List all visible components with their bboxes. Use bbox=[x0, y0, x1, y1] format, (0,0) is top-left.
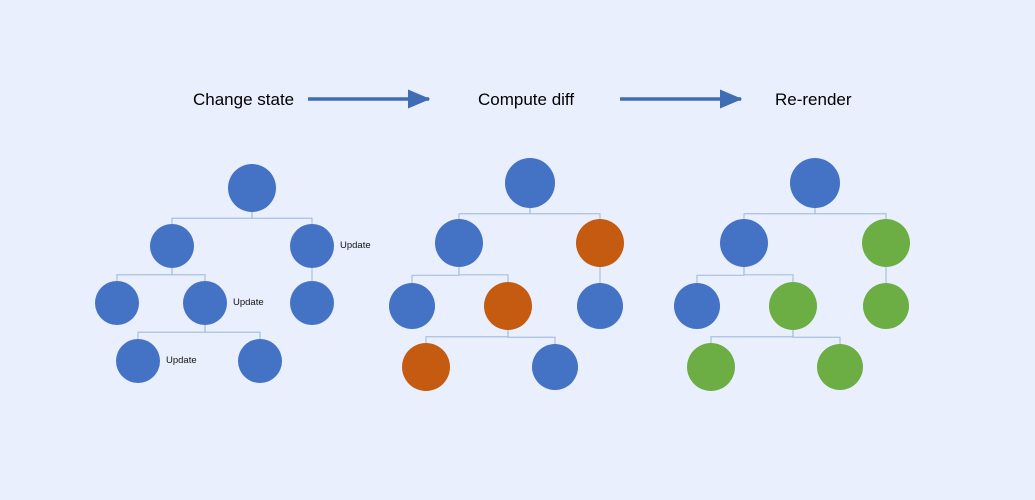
stage-label-2: Compute diff bbox=[478, 90, 575, 109]
edge-t3-root-t3-l2a bbox=[743, 208, 816, 219]
tree-node-t1-l3a[interactable] bbox=[95, 281, 139, 325]
tree-nodes bbox=[95, 158, 910, 391]
tree-node-t2-l3c[interactable] bbox=[577, 283, 623, 329]
tree-node-t1-l2b[interactable] bbox=[290, 224, 334, 268]
edge-t3-l2a-t3-l3b bbox=[743, 267, 794, 282]
tree-node-t3-l2b[interactable] bbox=[862, 219, 910, 267]
stage-label-1: Change state bbox=[193, 90, 295, 109]
tree-node-t3-l2a[interactable] bbox=[720, 219, 768, 267]
node-update-label-t1-l4a: Update bbox=[166, 355, 197, 366]
tree-node-t1-root[interactable] bbox=[228, 164, 276, 212]
edge-t1-l2a-t1-l3a bbox=[116, 268, 173, 281]
edge-t2-l3b-t2-l4a bbox=[425, 330, 509, 343]
tree-node-t3-l3c[interactable] bbox=[863, 283, 909, 329]
edge-t1-l2a-t1-l3b bbox=[171, 268, 206, 281]
edge-t1-l3b-t1-l4b bbox=[204, 325, 261, 339]
tree-node-t3-l3a[interactable] bbox=[674, 283, 720, 329]
tree-node-t2-l4b[interactable] bbox=[532, 344, 578, 390]
tree-node-t2-l4a[interactable] bbox=[402, 343, 450, 391]
edge-t2-l3b-t2-l4b bbox=[507, 330, 556, 344]
edge-t2-root-t2-l2a bbox=[458, 208, 531, 219]
tree-node-t3-l4b[interactable] bbox=[817, 344, 863, 390]
tree-node-t1-l4b[interactable] bbox=[238, 339, 282, 383]
edge-t3-l2a-t3-l3a bbox=[696, 267, 745, 283]
tree-node-t2-l2a[interactable] bbox=[435, 219, 483, 267]
tree-node-t2-l2b[interactable] bbox=[576, 219, 624, 267]
tree-node-t1-l2a[interactable] bbox=[150, 224, 194, 268]
edge-t1-root-t1-l2a bbox=[171, 212, 253, 224]
tree-node-t1-l3c[interactable] bbox=[290, 281, 334, 325]
tree-node-t3-l4a[interactable] bbox=[687, 343, 735, 391]
edge-t2-l2a-t2-l3a bbox=[411, 267, 460, 283]
edge-t1-root-t1-l2b bbox=[251, 212, 313, 224]
tree-node-t2-root[interactable] bbox=[505, 158, 555, 208]
edge-t3-l3b-t3-l4a bbox=[710, 330, 794, 343]
edge-t2-l2a-t2-l3b bbox=[458, 267, 509, 282]
tree-edges bbox=[116, 208, 887, 344]
tree-node-t2-l3a[interactable] bbox=[389, 283, 435, 329]
tree-node-t2-l3b[interactable] bbox=[484, 282, 532, 330]
stage-label-3: Re-render bbox=[775, 90, 852, 109]
tree-node-t3-root[interactable] bbox=[790, 158, 840, 208]
tree-node-t3-l3b[interactable] bbox=[769, 282, 817, 330]
edge-t1-l3b-t1-l4a bbox=[137, 325, 206, 339]
node-update-label-t1-l3b: Update bbox=[233, 297, 264, 308]
edge-t3-root-t3-l2b bbox=[814, 208, 887, 219]
node-update-label-t1-l2b: Update bbox=[340, 240, 371, 251]
edge-t3-l3b-t3-l4b bbox=[792, 330, 841, 344]
tree-node-t1-l3b[interactable] bbox=[183, 281, 227, 325]
tree-node-t1-l4a[interactable] bbox=[116, 339, 160, 383]
edge-t2-root-t2-l2b bbox=[529, 208, 601, 219]
